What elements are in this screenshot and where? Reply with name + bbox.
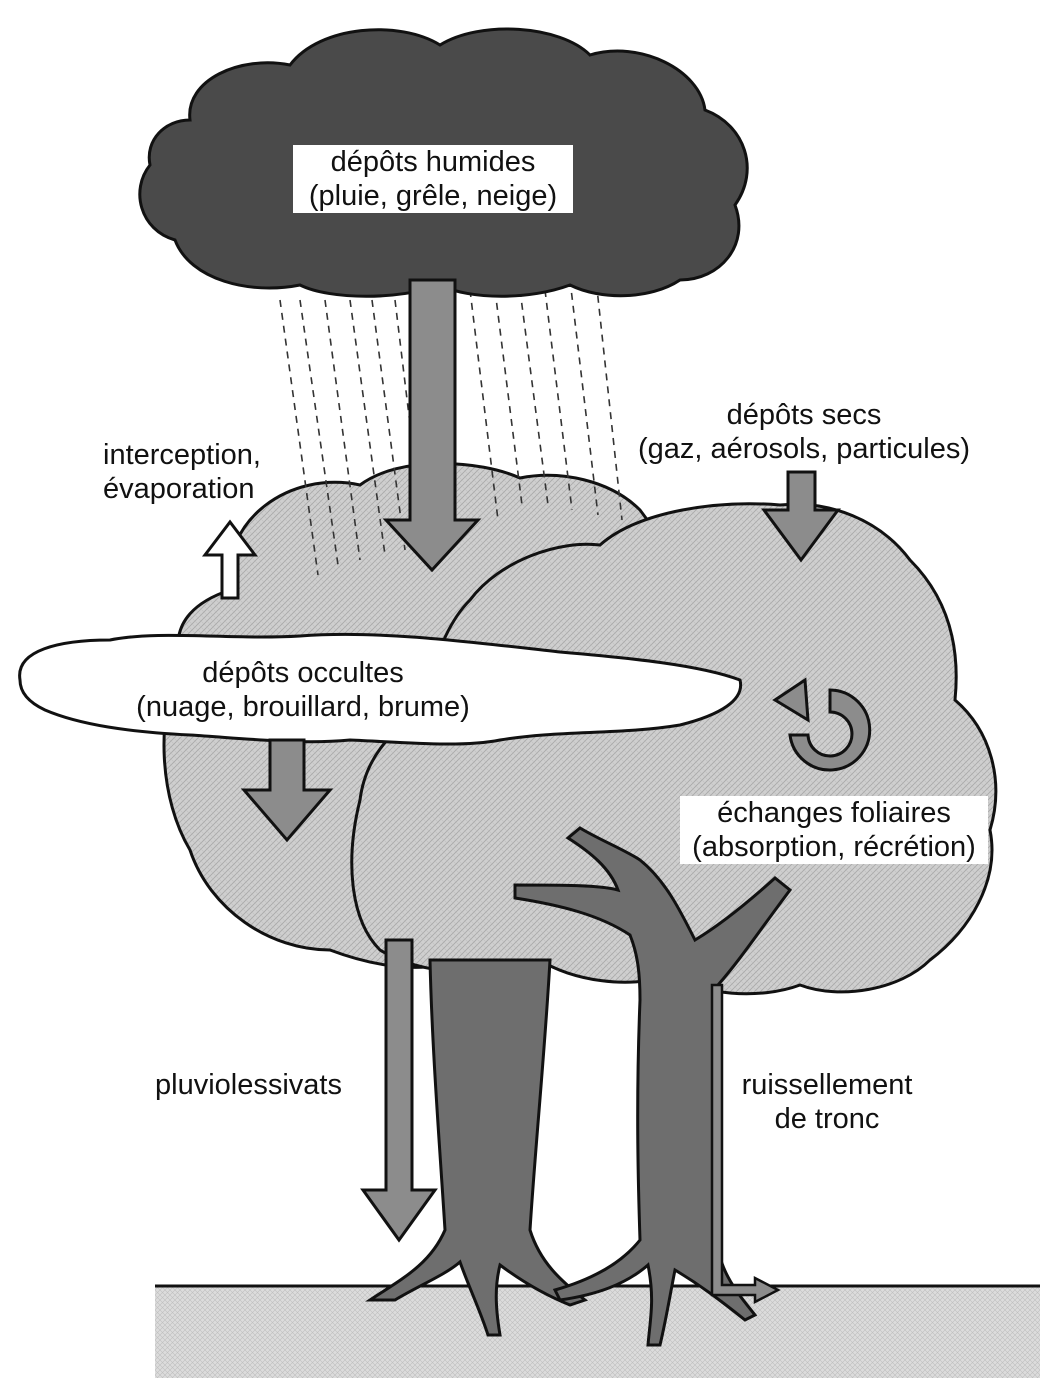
interception-line2: évaporation [103, 472, 261, 506]
stemflow-line1: ruissellement [722, 1068, 932, 1102]
dry-deposition-label: dépôts secs (gaz, aérosols, particules) [628, 398, 980, 466]
occult-deposition-subtitle: (nuage, brouillard, brume) [128, 690, 478, 724]
dry-deposition-subtitle: (gaz, aérosols, particules) [628, 432, 980, 466]
foliar-exchange-subtitle: (absorption, récrétion) [684, 830, 984, 864]
dry-deposition-title: dépôts secs [628, 398, 980, 432]
throughfall-label: pluviolessivats [155, 1068, 342, 1102]
occult-deposition-label: dépôts occultes (nuage, brouillard, brum… [128, 656, 478, 724]
interception-label: interception, évaporation [103, 438, 261, 506]
ground [155, 1286, 1040, 1378]
wet-deposition-label: dépôts humides (pluie, grêle, neige) [293, 145, 573, 213]
interception-line1: interception, [103, 438, 261, 472]
wet-deposition-subtitle: (pluie, grêle, neige) [297, 179, 569, 213]
stemflow-arrow [712, 985, 778, 1302]
wet-deposition-title: dépôts humides [297, 145, 569, 179]
throughfall-arrow [363, 940, 435, 1240]
wet-deposition-arrow [386, 280, 478, 570]
stemflow-line2: de tronc [722, 1102, 932, 1136]
stemflow-label: ruissellement de tronc [722, 1068, 932, 1136]
occult-deposition-title: dépôts occultes [128, 656, 478, 690]
foliar-exchange-title: échanges foliaires [684, 796, 984, 830]
foliar-exchange-label: échanges foliaires (absorption, récrétio… [680, 796, 988, 864]
